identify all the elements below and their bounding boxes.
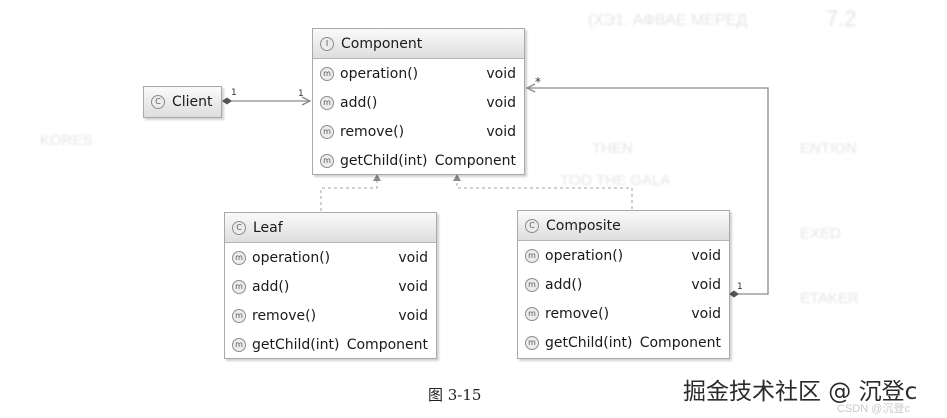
client-class-box: C Client: [143, 86, 222, 118]
client-component-association: [222, 96, 312, 106]
bleed-text-2: (ХЭ1. АФВАЕ МЕРЕД: [588, 12, 748, 29]
method-icon: m: [525, 306, 539, 321]
member-name: remove(): [340, 123, 405, 140]
watermark-small: CSDN @沉登c: [837, 403, 910, 415]
member-row: m operation() void: [518, 241, 729, 270]
member-type: Component: [434, 152, 516, 169]
multiplicity-children: *: [535, 75, 541, 89]
member-type: void: [398, 249, 428, 266]
member-type: void: [691, 247, 721, 264]
client-class-header: C Client: [144, 87, 221, 117]
method-icon: m: [232, 250, 246, 265]
composite-class-box: C Composite m operation() void m add() v…: [517, 210, 730, 359]
method-icon: m: [320, 153, 334, 168]
composite-header: C Composite: [518, 211, 729, 241]
member-row: m remove() void: [518, 299, 729, 328]
method-icon: m: [525, 248, 539, 263]
component-interface-box: I Component m operation() void m add() v…: [312, 28, 525, 175]
member-name: operation(): [545, 247, 624, 264]
member-type: void: [691, 305, 721, 322]
leaf-realization: [320, 174, 381, 211]
class-name: Client: [172, 94, 213, 110]
class-name: Composite: [546, 217, 621, 234]
member-type: void: [486, 94, 516, 111]
interface-kind-icon: I: [320, 36, 334, 51]
class-kind-icon: C: [151, 95, 165, 109]
member-name: getChild(int): [252, 336, 340, 353]
realization-arrow-composite: [453, 174, 461, 181]
aggregation-diamond-composite: [729, 290, 739, 298]
member-row: m getChild(int) Component: [313, 146, 524, 175]
method-icon: m: [320, 66, 334, 81]
member-row: m operation() void: [313, 59, 524, 88]
multiplicity-client-end: 1: [231, 88, 237, 98]
member-type: void: [691, 276, 721, 293]
member-name: operation(): [340, 65, 419, 82]
member-type: Component: [346, 336, 428, 353]
arrowhead-to-component: [301, 96, 312, 106]
method-icon: m: [232, 337, 246, 352]
member-row: m getChild(int) Component: [518, 328, 729, 357]
member-row: m remove() void: [225, 301, 436, 330]
multiplicity-composite-owner: 1: [737, 282, 743, 292]
member-row: m remove() void: [313, 117, 524, 146]
member-row: m add() void: [225, 272, 436, 301]
method-icon: m: [320, 124, 334, 139]
class-kind-icon: C: [232, 220, 246, 235]
member-name: getChild(int): [545, 334, 633, 351]
bleed-text-7: EXED: [800, 225, 841, 242]
leaf-class-box: C Leaf m operation() void m add() void m…: [224, 212, 437, 359]
member-row: m add() void: [518, 270, 729, 299]
aggregation-diamond-client: [222, 97, 232, 105]
leaf-header: C Leaf: [225, 213, 436, 243]
class-name: Component: [341, 35, 423, 52]
member-name: getChild(int): [340, 152, 428, 169]
method-icon: m: [232, 279, 246, 294]
member-row: m add() void: [313, 88, 524, 117]
method-icon: m: [232, 308, 246, 323]
bleed-text-8: ETAKER: [800, 290, 859, 307]
bleed-text-5: ENTION: [800, 140, 857, 157]
member-type: void: [398, 307, 428, 324]
component-header: I Component: [313, 29, 524, 59]
member-type: Component: [639, 334, 721, 351]
method-icon: m: [525, 335, 539, 350]
bleed-text-4: THEN: [592, 140, 633, 157]
bleed-text-6: TOO THE GALA: [560, 172, 671, 189]
member-name: remove(): [252, 307, 317, 324]
method-icon: m: [320, 95, 334, 110]
member-name: add(): [340, 94, 378, 111]
member-name: add(): [252, 278, 290, 295]
bleed-text-3: KORES: [40, 132, 93, 149]
member-row: m getChild(int) Component: [225, 330, 436, 359]
figure-caption: 图 3-15: [428, 386, 482, 404]
watermark: 掘金技术社区 @ 沉登c: [683, 379, 918, 405]
class-name: Leaf: [253, 219, 283, 236]
member-name: remove(): [545, 305, 610, 322]
composite-realization: [453, 174, 633, 209]
member-type: void: [486, 65, 516, 82]
member-name: operation(): [252, 249, 331, 266]
multiplicity-component-end: 1: [298, 89, 304, 99]
arrowhead-to-component-2: [525, 83, 536, 93]
composite-children-association: [525, 83, 769, 298]
bleed-text-1: 7.2: [826, 6, 857, 31]
class-kind-icon: C: [525, 218, 539, 233]
member-row: m operation() void: [225, 243, 436, 272]
realization-arrow-leaf: [373, 174, 381, 181]
method-icon: m: [525, 277, 539, 292]
member-name: add(): [545, 276, 583, 293]
member-type: void: [398, 278, 428, 295]
member-type: void: [486, 123, 516, 140]
